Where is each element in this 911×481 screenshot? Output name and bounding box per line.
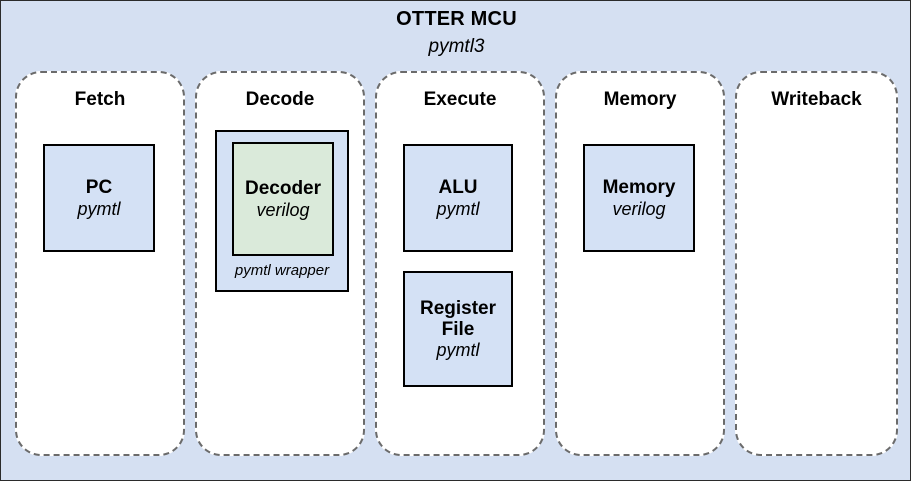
- block-alu[interactable]: ALU pymtl: [403, 144, 513, 252]
- block-pc-kind: pymtl: [77, 198, 121, 219]
- block-memory-name: Memory: [602, 177, 676, 199]
- block-pc[interactable]: PC pymtl: [43, 144, 155, 252]
- block-memory-kind: verilog: [612, 198, 666, 219]
- diagram-subtitle: pymtl3: [428, 36, 485, 57]
- block-decoder-name: Decoder: [244, 178, 322, 200]
- block-pc-name: PC: [85, 177, 113, 199]
- block-register-file[interactable]: Register File pymtl: [403, 271, 513, 387]
- block-memory[interactable]: Memory verilog: [583, 144, 695, 252]
- stage-title-decode: Decode: [245, 89, 315, 110]
- pymtl-wrapper-label: pymtl wrapper: [234, 262, 330, 279]
- stage-title-execute: Execute: [423, 89, 497, 110]
- block-register-file-kind: pymtl: [436, 340, 480, 361]
- stage-decode[interactable]: Decode Decoder verilog pymtl wrapper: [195, 71, 365, 456]
- block-register-file-name: Register File: [419, 297, 497, 340]
- diagram-title: OTTER MCU: [396, 8, 517, 30]
- stage-execute[interactable]: Execute ALU pymtl Register File pymtl: [375, 71, 545, 456]
- block-decoder-kind: verilog: [256, 199, 310, 220]
- stage-title-writeback: Writeback: [771, 89, 862, 110]
- block-alu-kind: pymtl: [436, 198, 480, 219]
- stage-writeback[interactable]: Writeback: [735, 71, 898, 456]
- pymtl-wrapper-decoder[interactable]: Decoder verilog pymtl wrapper: [215, 130, 349, 292]
- stage-title-memory: Memory: [603, 89, 677, 110]
- stage-title-fetch: Fetch: [74, 89, 126, 110]
- stage-fetch[interactable]: Fetch PC pymtl: [15, 71, 185, 456]
- block-decoder[interactable]: Decoder verilog: [232, 142, 334, 256]
- stage-memory[interactable]: Memory Memory verilog: [555, 71, 725, 456]
- block-alu-name: ALU: [438, 177, 478, 199]
